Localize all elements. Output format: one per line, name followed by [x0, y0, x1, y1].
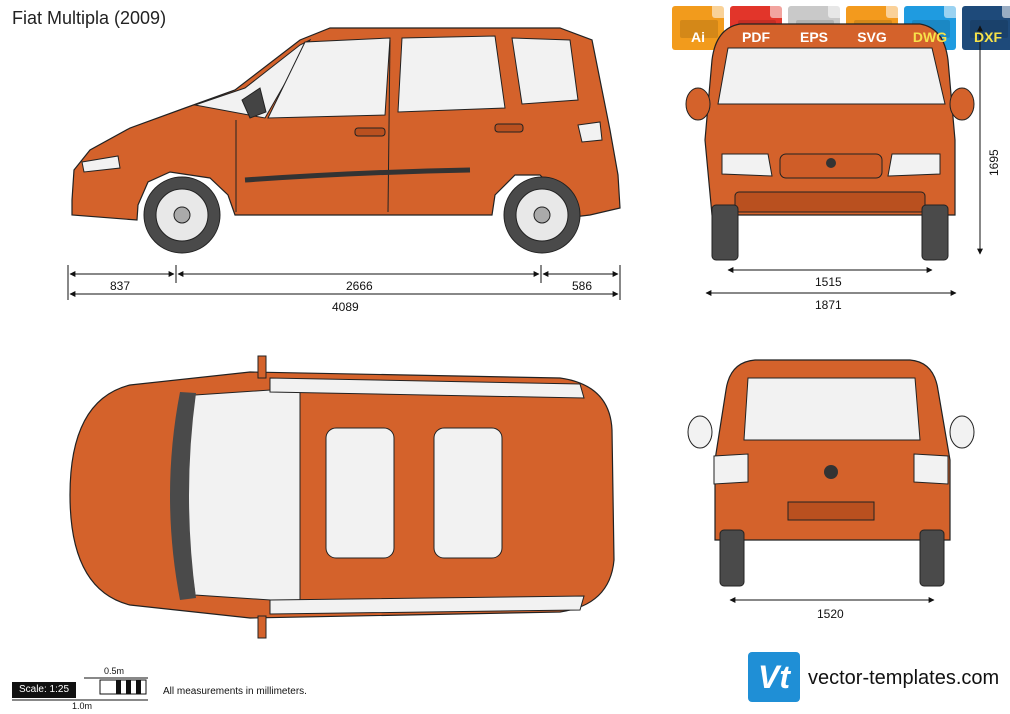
measurement-note: All measurements in millimeters. [163, 686, 307, 697]
format-dxf-label: DXF [974, 29, 1002, 45]
scale-label: Scale: 1:25 [12, 682, 76, 698]
dim-wheelbase: 2666 [346, 279, 373, 293]
dim-rear-track: 1520 [817, 607, 844, 621]
dim-front-overhang: 837 [110, 279, 130, 293]
side-view [71, 27, 621, 254]
side-dimensions [67, 265, 621, 300]
scale-half-label: 0.5m [104, 666, 125, 676]
scale-full-label: 1.0m [72, 701, 93, 711]
format-eps-label: EPS [799, 29, 828, 45]
format-svg-label: SVG [857, 29, 887, 45]
format-ai-label: Ai [691, 29, 705, 45]
dim-length: 4089 [332, 300, 359, 314]
side-window-rear [397, 35, 506, 113]
page-title: Fiat Multipla (2009) [12, 8, 167, 28]
vt-logo-icon[interactable]: Vt [748, 652, 800, 702]
rear-window [743, 377, 921, 441]
dim-rear-overhang: 586 [572, 279, 592, 293]
site-name[interactable]: vector-templates.com [808, 667, 1000, 689]
dim-height: 1695 [987, 149, 1001, 176]
dim-front-track: 1515 [815, 275, 842, 289]
format-pdf-label: PDF [742, 29, 770, 45]
front-windshield [717, 47, 946, 105]
top-view [69, 355, 615, 639]
top-windshield [187, 387, 301, 603]
scale-bar [12, 677, 148, 701]
front-view [685, 23, 975, 261]
format-dwg-label: DWG [912, 29, 948, 45]
top-sunroof-rear [433, 427, 503, 559]
dim-width: 1871 [815, 298, 842, 312]
side-window-front [267, 37, 391, 119]
rear-view [687, 359, 975, 587]
format-ai-icon[interactable]: Ai [672, 6, 724, 50]
side-window-quarter [511, 37, 579, 105]
front-dimensions [705, 25, 983, 296]
format-dxf-icon[interactable]: DXF [962, 6, 1010, 50]
logo-glyph: Vt [758, 659, 790, 695]
top-sunroof-front [325, 427, 395, 559]
